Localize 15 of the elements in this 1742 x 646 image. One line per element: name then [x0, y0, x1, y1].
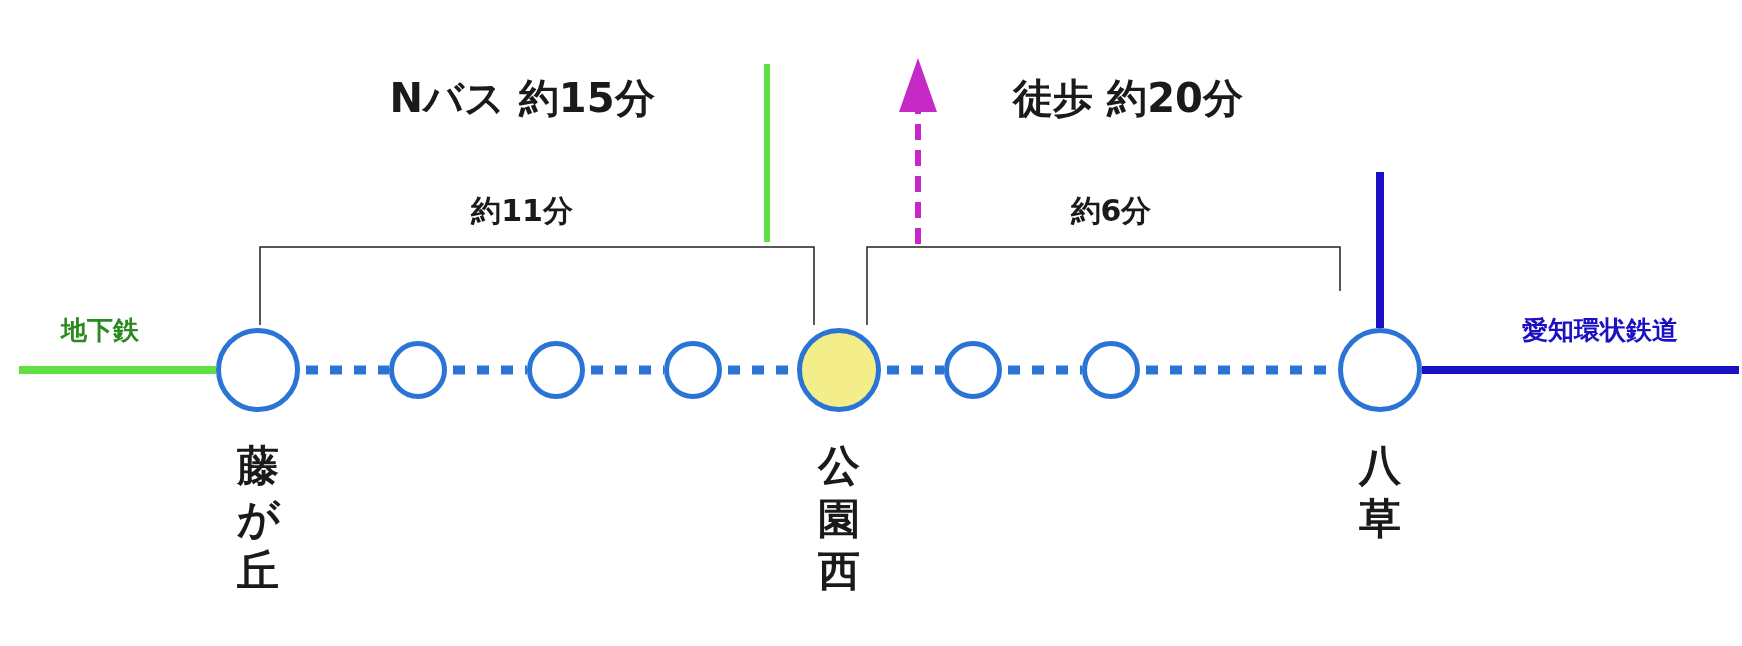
station-circle: [1082, 341, 1140, 399]
line-name: 地下鉄: [61, 313, 139, 347]
line-name: 愛知環状鉄道: [1522, 313, 1678, 347]
station-name: 八草: [1359, 440, 1401, 545]
rail-line: [1422, 366, 1739, 374]
station-name: 公園西: [818, 440, 860, 597]
station-circle: [664, 341, 722, 399]
station-name: 藤が丘: [237, 440, 279, 597]
station-circle: [527, 341, 585, 399]
travel-time-label: 約11分: [471, 191, 573, 230]
travel-time-heading: Nバス 約15分: [389, 73, 655, 123]
station-circle: [389, 341, 447, 399]
station-circle: [944, 341, 1002, 399]
travel-time-label: 約6分: [1070, 191, 1152, 230]
travel-time-heading: 徒歩 約20分: [1013, 73, 1243, 123]
